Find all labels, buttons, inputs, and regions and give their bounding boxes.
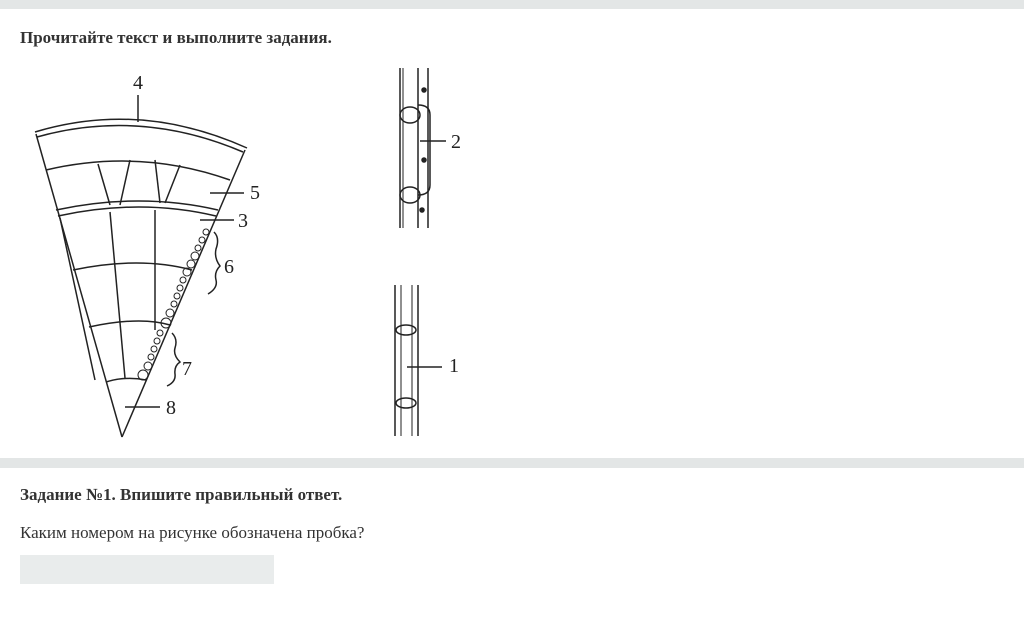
sieve-tube-diagram [399, 68, 446, 228]
instruction-heading: Прочитайте текст и выполните задания. [20, 28, 332, 47]
label-5: 5 [250, 182, 260, 204]
label-2: 2 [451, 131, 461, 153]
task-title: Задание №1. Впишите правильный ответ. [20, 485, 343, 504]
label-6: 6 [224, 256, 234, 278]
top-bar [0, 0, 1024, 9]
label-3: 3 [238, 210, 248, 232]
task-question: Каким номером на рисунке обозначена проб… [20, 523, 365, 542]
label-8: 8 [166, 397, 176, 419]
section-divider [0, 458, 1024, 468]
stem-diagram: 4 5 3 6 7 8 2 1 [34, 68, 461, 438]
stem-sector [34, 95, 248, 438]
vessel-diagram [394, 285, 442, 436]
answer-input[interactable] [20, 555, 274, 584]
label-4: 4 [133, 72, 143, 94]
label-7: 7 [182, 358, 192, 380]
label-1: 1 [449, 355, 459, 377]
